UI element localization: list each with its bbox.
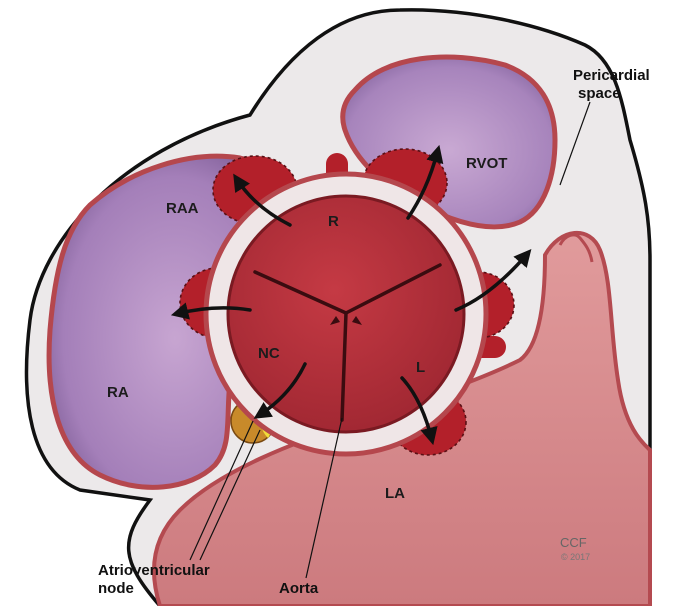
label-ra: RA	[107, 384, 129, 401]
credit-ccf: CCF	[560, 535, 587, 550]
leader-pericardial	[559, 101, 591, 186]
leader-lines	[189, 101, 591, 579]
label-l-cusp: L	[416, 359, 425, 376]
label-pericardial-space-line1: Pericardial	[573, 67, 650, 84]
arrow-to-raa	[233, 173, 292, 227]
leader-av-node	[189, 420, 254, 561]
label-atrioventricular-node-line2: node	[98, 580, 134, 597]
label-aorta: Aorta	[279, 580, 319, 597]
arrow-to-la-appendage	[454, 249, 532, 312]
label-r-cusp: R	[328, 213, 339, 230]
la-appendage-tip	[558, 233, 594, 263]
propagation-arrows	[170, 144, 532, 446]
label-raa: RAA	[166, 200, 199, 217]
label-atrioventricular-node-line1: Atrioventricular	[98, 562, 210, 579]
arrow-to-ra	[170, 302, 252, 320]
label-pericardial-space-line2: space	[578, 85, 621, 102]
arrow-to-av-node	[253, 362, 307, 419]
credit-copyright: © 2017	[561, 552, 590, 562]
leader-aorta	[305, 417, 343, 579]
valve-commissures	[253, 263, 442, 422]
label-rvot: RVOT	[466, 155, 507, 172]
arrow-to-la	[400, 376, 438, 446]
label-nc-cusp: NC	[258, 345, 280, 362]
leader-av-node-2	[199, 429, 261, 561]
label-la: LA	[385, 485, 405, 502]
arrow-to-rvot	[406, 144, 444, 220]
